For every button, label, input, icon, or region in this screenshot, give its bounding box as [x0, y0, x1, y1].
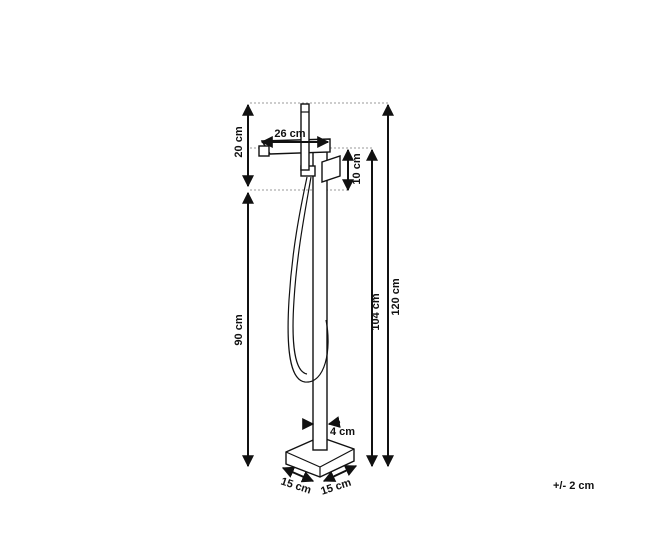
shower-hose-inner — [292, 176, 312, 375]
label-lower-height: 90 cm — [233, 314, 245, 345]
label-spout-height: 104 cm — [370, 293, 382, 331]
label-total-height: 120 cm — [390, 278, 402, 316]
mixer-handle — [321, 155, 341, 183]
dimension-labels: 20 cm 26 cm 10 cm 90 cm 104 cm 120 cm 4 … — [233, 126, 594, 497]
main-pipe — [312, 149, 328, 451]
base-edges — [285, 448, 355, 477]
shower-hose — [287, 176, 329, 383]
spout-tip — [258, 145, 270, 157]
tolerance-note: +/- 2 cm — [553, 480, 594, 492]
dim-base-depth — [281, 466, 315, 483]
dimension-lines — [242, 103, 394, 483]
dim-base-width — [322, 465, 358, 482]
dim-pipe-width-right — [327, 416, 341, 428]
label-shower-height: 20 cm — [233, 126, 245, 157]
label-handle-height: 10 cm — [351, 153, 363, 184]
label-spout-length: 26 cm — [274, 128, 305, 140]
label-pipe-width: 4 cm — [330, 426, 355, 438]
